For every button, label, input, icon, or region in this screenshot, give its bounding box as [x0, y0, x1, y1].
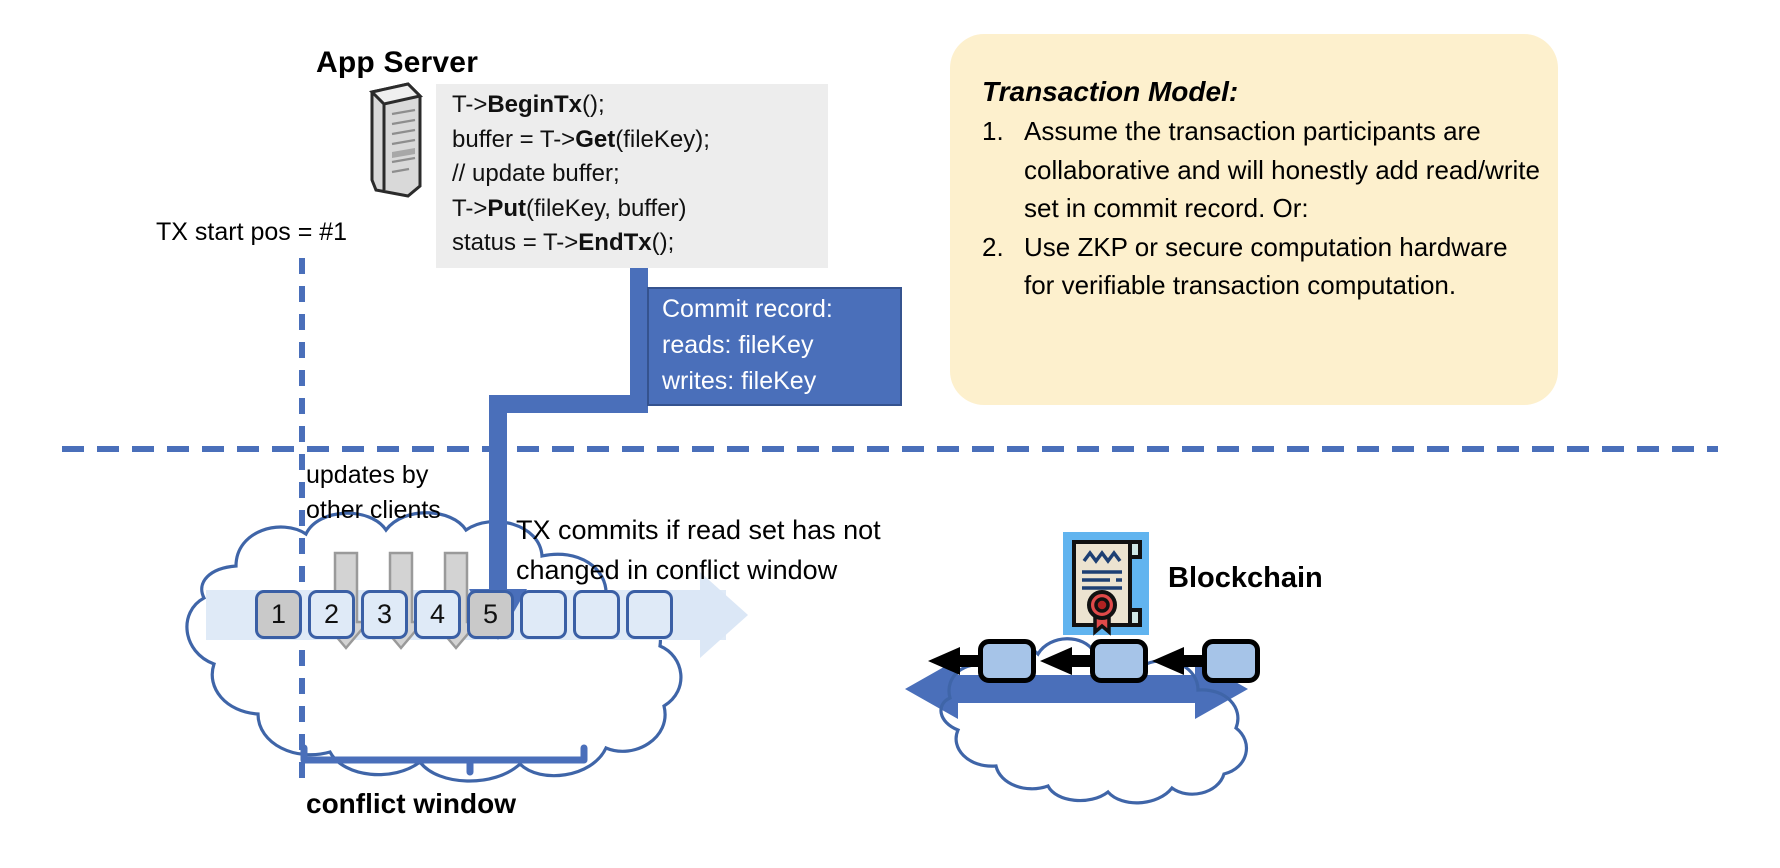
list-item: 2. Use ZKP or secure computation hardwar…: [982, 228, 1542, 305]
blockchain-block[interactable]: [1202, 639, 1260, 683]
tx-start-pos-label: TX start pos = #1: [156, 218, 348, 246]
transaction-model-list: 1. Assume the transaction participants a…: [982, 112, 1542, 305]
commit-record-text: Commit record: reads: fileKey writes: fi…: [662, 291, 912, 399]
sync-double-arrow: [905, 659, 1248, 719]
tx-commits-line2: changed in conflict window: [516, 555, 838, 585]
transaction-model-card: [950, 34, 1558, 405]
code-line: buffer = T->Get(fileKey);: [452, 125, 710, 153]
commit-record-reads: reads: fileKey: [662, 331, 814, 359]
page-title: App Server: [316, 46, 479, 79]
blockchain-block[interactable]: [1090, 639, 1148, 683]
log-cell[interactable]: [573, 590, 620, 639]
code-line: T->Put(fileKey, buffer): [452, 194, 687, 222]
log-cell[interactable]: [520, 590, 567, 639]
log-cell[interactable]: 1: [255, 590, 302, 639]
server-tower-icon: [369, 82, 423, 198]
commit-record-title: Commit record:: [662, 295, 833, 323]
code-line: T->BeginTx();: [452, 91, 605, 118]
blockchain-block[interactable]: [978, 639, 1036, 683]
code-panel: [436, 84, 828, 268]
certificate-seal-icon: [1063, 532, 1149, 636]
log-cell[interactable]: 2: [308, 590, 355, 639]
commit-record-box: [647, 287, 902, 406]
log-cell[interactable]: [626, 590, 673, 639]
code-line: // update buffer;: [452, 160, 620, 187]
conflict-window-brace: [300, 744, 588, 776]
transaction-model-title: Transaction Model:: [982, 76, 1239, 107]
updates-by-other-clients-label: updates by other clients: [306, 458, 441, 528]
list-item-text: Use ZKP or secure computation hardware f…: [1024, 231, 1508, 301]
list-item-number: 1.: [982, 116, 1004, 146]
log-cell[interactable]: 3: [361, 590, 408, 639]
code-line: status = T->EndTx();: [452, 229, 675, 256]
tx-commits-line1: TX commits if read set has not: [516, 515, 881, 545]
blockchain-label: Blockchain: [1168, 562, 1323, 594]
log-cell[interactable]: 4: [414, 590, 461, 639]
tx-commits-condition-label: TX commits if read set has not changed i…: [516, 510, 881, 590]
log-cell[interactable]: 5: [467, 590, 514, 639]
conflict-window-label: conflict window: [306, 788, 516, 819]
blockchain-link-arrows: [928, 647, 1210, 675]
list-item: 1. Assume the transaction participants a…: [982, 112, 1542, 228]
updates-label-line2: other clients: [306, 496, 441, 524]
updates-label-line1: updates by: [306, 461, 429, 489]
commit-record-writes: writes: fileKey: [662, 367, 817, 395]
code-listing: T->BeginTx(); buffer = T->Get(fileKey); …: [452, 88, 832, 261]
list-item-text: Assume the transaction participants are …: [1024, 116, 1540, 223]
list-item-number: 2.: [982, 231, 1004, 262]
